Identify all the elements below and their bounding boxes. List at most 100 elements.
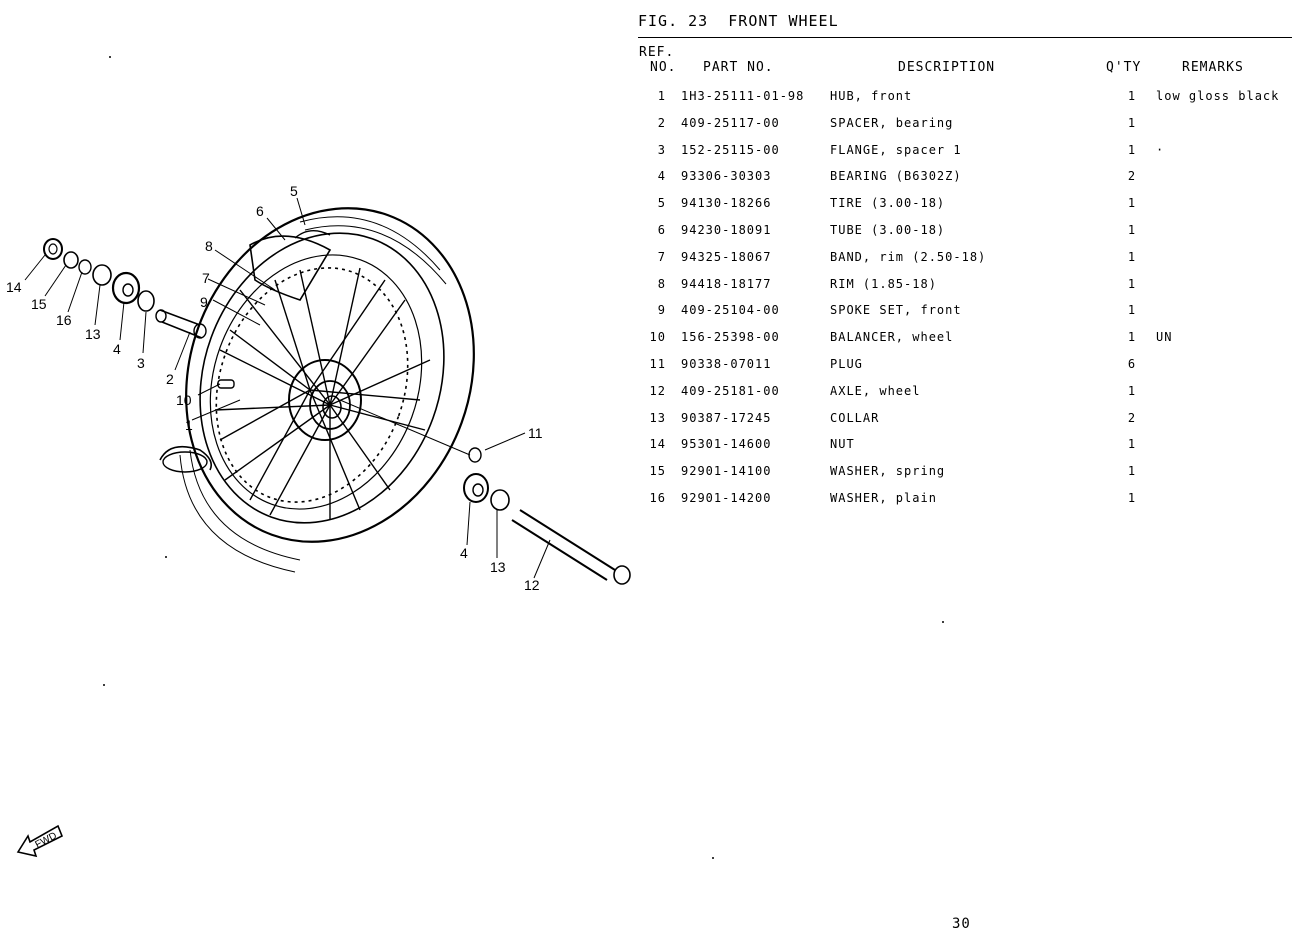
title-rule [638,37,1292,38]
part-no: 94418-18177 [681,276,772,291]
callout-11: 11 [528,425,543,441]
header-description: DESCRIPTION [898,60,996,75]
table-row: 11 90338-07011 PLUG 6 [636,355,1292,382]
part-no: 409-25104-00 [681,303,780,318]
table-row: 4 93306-30303 BEARING (B6302Z) 2 [636,167,1292,194]
ref-no: 3 [657,142,666,157]
callout-13: 13 [85,326,101,342]
ref-no: 16 [649,490,666,505]
description: FLANGE, spacer 1 [830,142,962,157]
header-ref-line1: REF. [639,45,675,60]
description: HUB, front [830,89,913,103]
qty: 1 [1127,490,1137,505]
callout-14: 14 [6,279,22,295]
part-no: 92901-14100 [681,464,772,479]
ref-no: 2 [657,115,666,130]
table-row: 2 409-25117-00 SPACER, bearing 1 [636,114,1292,141]
table-row: 1 1H3-25111-01-98 HUB, front 1 low gloss… [636,87,1292,114]
callout-labels: 1 2 3 4 5 6 7 8 9 10 11 12 13 14 15 16 4… [6,183,543,593]
table-row: 5 94130-18266 TIRE (3.00-18) 1 [636,194,1292,221]
ref-no: 6 [657,222,666,237]
description: AXLE, wheel [830,383,921,398]
callout-12: 12 [524,577,540,593]
table-row: 9 409-25104-00 SPOKE SET, front 1 [636,301,1292,328]
table-row: 3 152-25115-00 FLANGE, spacer 1 1 · [636,141,1292,168]
part-no: 94230-18091 [681,222,772,237]
header-qty: Q'TY [1106,60,1142,75]
qty: 1 [1127,222,1137,237]
ref-no: 1 [657,89,666,103]
callout-15: 15 [31,296,47,312]
part-no: 92901-14200 [681,490,772,505]
ref-no: 13 [649,410,666,425]
forward-arrow-icon: FWD [14,812,66,858]
description: TIRE (3.00-18) [830,196,946,211]
header-part-no: PART NO. [703,60,774,75]
qty: 1 [1127,142,1137,157]
qty: 1 [1127,330,1137,345]
callout-13-axle-side: 13 [490,559,506,575]
table-row: 13 90387-17245 COLLAR 2 [636,409,1292,436]
scan-speck [165,556,167,558]
description: WASHER, spring [830,464,946,479]
callout-10: 10 [176,392,192,408]
table-row: 6 94230-18091 TUBE (3.00-18) 1 [636,221,1292,248]
description: COLLAR [830,410,880,425]
callout-9: 9 [200,294,208,310]
description: PLUG [830,356,863,371]
qty: 1 [1127,464,1137,479]
header-remarks: REMARKS [1182,60,1244,75]
table-row: 15 92901-14100 WASHER, spring 1 [636,462,1292,489]
qty: 2 [1127,410,1137,425]
table-row: 8 94418-18177 RIM (1.85-18) 1 [636,275,1292,302]
part-no: 95301-14600 [681,437,772,452]
callout-4-axle-side: 4 [460,545,468,561]
part-no: 409-25181-00 [681,383,780,398]
qty: 1 [1127,196,1137,211]
table-row: 16 92901-14200 WASHER, plain 1 [636,489,1292,516]
part-no: 94130-18266 [681,196,772,211]
remarks: UN [1156,330,1173,345]
description: BEARING (B6302Z) [830,169,962,184]
qty: 2 [1127,169,1137,184]
part-no: 409-25117-00 [681,115,780,130]
callout-16: 16 [56,312,72,328]
qty: 1 [1127,303,1137,318]
description: SPOKE SET, front [830,303,962,318]
scan-speck [942,621,944,623]
table-row: 14 95301-14600 NUT 1 [636,435,1292,462]
remarks: · [1156,142,1165,157]
fwd-label: FWD [34,830,59,850]
part-no: 90387-17245 [681,410,772,425]
description: SPACER, bearing [830,115,954,130]
ref-no: 15 [649,464,666,479]
qty: 1 [1127,249,1137,264]
description: BAND, rim (2.50-18) [830,249,987,264]
qty: 1 [1127,437,1137,452]
scan-speck [109,56,111,58]
part-no: 93306-30303 [681,169,772,184]
callout-1: 1 [185,417,193,433]
callout-2: 2 [166,371,174,387]
qty: 1 [1127,276,1137,291]
ref-no: 14 [649,437,666,452]
callout-4: 4 [113,341,121,357]
page-number: 30 [952,916,971,932]
part-no: 156-25398-00 [681,330,780,345]
wheel-illustration: 1 2 3 4 5 6 7 8 9 10 11 12 13 14 15 16 4… [6,183,631,593]
scan-speck [103,684,105,686]
callout-3: 3 [137,355,145,371]
ref-no: 12 [649,383,666,398]
qty: 1 [1127,115,1137,130]
ref-no: 11 [649,356,666,371]
scan-speck [712,857,714,859]
parts-table: 1 1H3-25111-01-98 HUB, front 1 low gloss… [636,87,1292,516]
ref-no: 5 [657,196,666,211]
table-row: 10 156-25398-00 BALANCER, wheel 1 UN [636,328,1292,355]
ref-no: 4 [657,169,666,184]
table-row: 12 409-25181-00 AXLE, wheel 1 [636,382,1292,409]
callout-8: 8 [205,238,213,254]
part-no: 94325-18067 [681,249,772,264]
part-no: 1H3-25111-01-98 [681,89,805,103]
description: RIM (1.85-18) [830,276,937,291]
